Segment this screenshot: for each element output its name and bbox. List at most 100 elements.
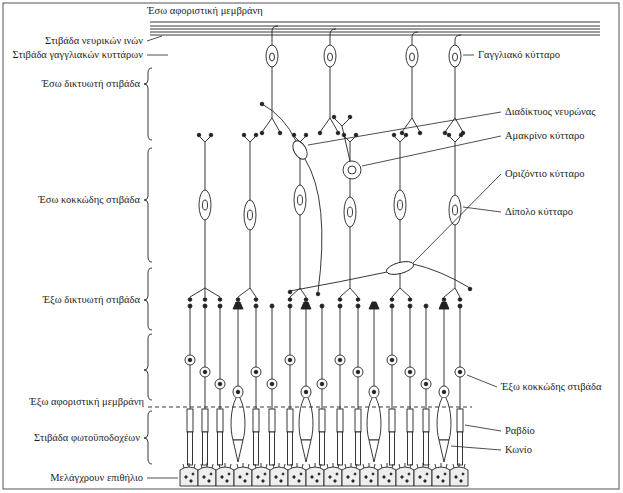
pigment-granule bbox=[275, 476, 277, 478]
ganglion-dendrite bbox=[412, 67, 413, 118]
synapse-dot bbox=[218, 298, 222, 302]
pigment-cell bbox=[234, 467, 252, 486]
rod-inner-segment bbox=[217, 409, 223, 432]
microvilli bbox=[183, 463, 195, 468]
rod-outer-segment bbox=[288, 432, 293, 465]
rod-inner-segment bbox=[187, 409, 193, 432]
bipolar-dendrite bbox=[340, 288, 350, 297]
rod-spherule bbox=[356, 304, 360, 308]
nucleolus bbox=[188, 358, 192, 362]
rod-fiber bbox=[340, 308, 341, 355]
cone-nucleus bbox=[233, 386, 243, 398]
layer-bracket bbox=[144, 148, 152, 262]
pigment-granule bbox=[365, 476, 367, 478]
ganglion-axon bbox=[272, 26, 278, 45]
pigment-cell bbox=[198, 467, 216, 486]
bipolar-nucleus bbox=[398, 200, 403, 210]
pigment-granule bbox=[424, 480, 426, 482]
rod-fiber bbox=[322, 389, 323, 409]
synapse-dot bbox=[404, 133, 408, 137]
nucleolus bbox=[320, 382, 324, 386]
bipolar-nucleus bbox=[203, 200, 208, 210]
pigment-granule bbox=[262, 480, 264, 482]
synapse-dot bbox=[348, 115, 352, 119]
nerve-fiber bbox=[150, 29, 600, 30]
nucleolus bbox=[236, 390, 240, 394]
synapse-dot bbox=[390, 298, 394, 302]
pigment-granule bbox=[203, 476, 205, 478]
pigment-granule bbox=[437, 476, 439, 478]
rod-outer-segment bbox=[188, 432, 193, 465]
rod-fiber bbox=[460, 308, 461, 367]
ganglion-dendrite bbox=[320, 118, 338, 132]
pigment-granule bbox=[208, 480, 210, 482]
synapse-dot bbox=[392, 133, 396, 137]
pigment-cell bbox=[252, 467, 270, 486]
rod-nucleus bbox=[200, 367, 210, 377]
pigment-granule bbox=[388, 480, 390, 482]
pigment-cell bbox=[414, 467, 432, 486]
pigment-granule bbox=[370, 480, 372, 482]
rod-inner-segment bbox=[337, 409, 343, 432]
rod-outer-segment bbox=[458, 432, 463, 465]
rod-nucleus bbox=[185, 355, 195, 365]
microvilli bbox=[345, 463, 357, 468]
nucleolus bbox=[254, 370, 258, 374]
cone-fiber bbox=[238, 309, 239, 386]
rod-outer-segment bbox=[356, 432, 361, 465]
rod-fiber bbox=[410, 308, 411, 367]
rod-nucleus bbox=[387, 355, 397, 365]
rod-fiber bbox=[426, 389, 427, 409]
pigment-cell bbox=[324, 467, 342, 486]
bipolar-body bbox=[199, 190, 211, 220]
synapse-dot bbox=[188, 298, 192, 302]
pigment-granule bbox=[329, 476, 331, 478]
pigment-granule bbox=[246, 473, 248, 475]
pigment-cell bbox=[216, 467, 234, 486]
pigment-granule bbox=[226, 480, 228, 482]
layer-bracket bbox=[144, 411, 152, 464]
cone-outer-segment bbox=[301, 440, 311, 462]
cone-outer-segment bbox=[233, 440, 243, 462]
nucleolus bbox=[203, 370, 207, 374]
pigment-granule bbox=[311, 476, 313, 478]
rod-outer-segment bbox=[338, 432, 343, 465]
pigment-granule bbox=[318, 473, 320, 475]
ganglion-body bbox=[266, 45, 278, 67]
microvilli bbox=[309, 463, 321, 468]
synapse-dot bbox=[442, 298, 446, 302]
bipolar-nucleus bbox=[453, 205, 458, 215]
rod-outer-segment bbox=[270, 432, 275, 465]
rod-spherule bbox=[254, 304, 258, 308]
inner-limiting-membrane bbox=[150, 22, 600, 23]
pigment-granule bbox=[293, 476, 295, 478]
rod-outer-segment bbox=[218, 432, 223, 465]
pigment-granule bbox=[401, 476, 403, 478]
nucleolus bbox=[442, 390, 446, 394]
pigment-granule bbox=[300, 473, 302, 475]
ganglion-axon bbox=[455, 35, 461, 45]
synapse-dot bbox=[400, 131, 404, 135]
rod-fiber bbox=[290, 365, 291, 409]
cone-nucleus bbox=[301, 386, 311, 398]
pigment-granule bbox=[239, 476, 241, 478]
rod-fiber bbox=[220, 308, 221, 379]
layer-label: Στιβάδα νευρικών ινών bbox=[44, 35, 144, 47]
ganglion-body bbox=[324, 45, 336, 67]
outer-limiting-membrane bbox=[148, 407, 472, 408]
rod-fiber bbox=[358, 308, 359, 367]
synapse-dot bbox=[458, 298, 462, 302]
microvilli bbox=[201, 463, 213, 468]
microvilli bbox=[399, 463, 411, 468]
rod-fiber bbox=[220, 389, 221, 409]
leader-line bbox=[463, 55, 474, 56]
horizontal-body bbox=[385, 259, 415, 277]
pigment-granule bbox=[352, 480, 354, 482]
frame bbox=[3, 3, 619, 489]
membrane-label: Έξω αφοριστική μεμβράνη bbox=[29, 396, 145, 408]
bipolar-dendrite bbox=[400, 220, 401, 288]
rod-nucleus bbox=[285, 355, 295, 365]
leader-lines bbox=[147, 36, 501, 478]
rod-fiber bbox=[190, 308, 191, 355]
